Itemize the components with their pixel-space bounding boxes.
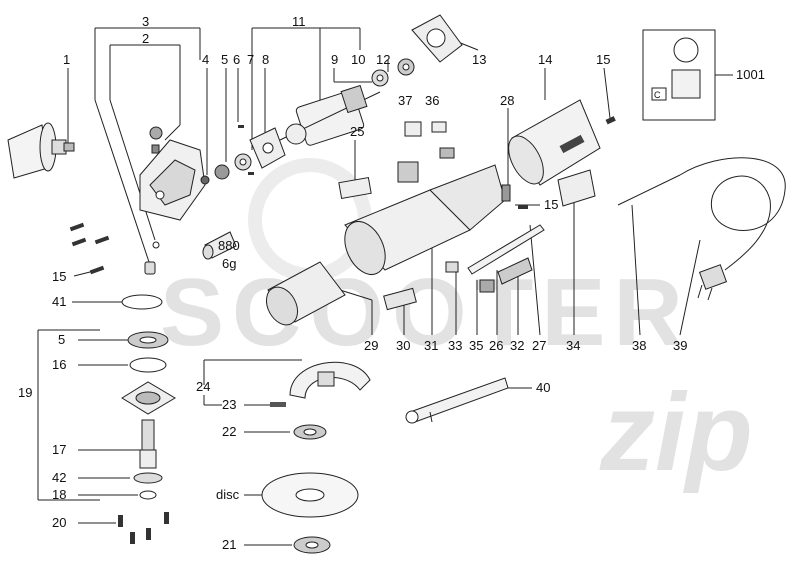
callout-36: 36 [425, 93, 439, 108]
leader-lines [37, 27, 733, 546]
callout-4: 4 [202, 52, 209, 67]
callout-5: 5 [221, 52, 228, 67]
motor-housing [344, 164, 506, 275]
housing-screws [69, 222, 110, 275]
callout-38: 38 [632, 338, 646, 353]
grease-amount: 6g [222, 256, 236, 271]
callout-11: 11 [292, 14, 306, 29]
callout-10: 10 [351, 52, 365, 67]
callout-32: 32 [510, 338, 524, 353]
callout-15-left: 15 [52, 269, 66, 284]
callout-33: 33 [448, 338, 462, 353]
wheel-guard [289, 361, 371, 399]
callout-15-mid: 15 [544, 197, 558, 212]
callout-6: 6 [233, 52, 240, 67]
parts: C [7, 14, 786, 554]
flange-screws [118, 512, 169, 544]
callout-35: 35 [469, 338, 483, 353]
armature [279, 84, 381, 146]
callout-39: 39 [673, 338, 687, 353]
callout-29: 29 [364, 338, 378, 353]
callout-25: 25 [350, 124, 364, 139]
motor-cover [508, 99, 601, 186]
callout-15-top: 15 [596, 52, 610, 67]
callout-18: 18 [52, 487, 66, 502]
callout-5-lower: 5 [58, 332, 65, 347]
callout-1: 1 [63, 52, 70, 67]
callout-7: 7 [247, 52, 254, 67]
callout-14: 14 [538, 52, 552, 67]
watermark-script: zip [599, 371, 753, 494]
callout-2: 2 [142, 31, 149, 46]
callout-31: 31 [424, 338, 438, 353]
callout-22: 22 [222, 424, 236, 439]
circuit-box: C [642, 29, 716, 121]
callout-17: 17 [52, 442, 66, 457]
callout-40: 40 [536, 380, 550, 395]
power-cord [617, 157, 786, 301]
callout-42: 42 [52, 470, 66, 485]
callout-37: 37 [398, 93, 412, 108]
callout-20: 20 [52, 515, 66, 530]
callout-16: 16 [52, 357, 66, 372]
callout-19: 19 [18, 385, 32, 400]
side-handle [7, 122, 75, 179]
callout-9: 9 [331, 52, 338, 67]
gear-housing [139, 126, 206, 221]
disc-label: disc [216, 487, 240, 502]
callout-3: 3 [142, 14, 149, 29]
watermark: SCOOTER zip [160, 158, 753, 494]
stator [265, 261, 346, 326]
callout-1001: 1001 [736, 67, 765, 82]
grease-tube [202, 231, 237, 260]
callout-27: 27 [532, 338, 546, 353]
callout-24: 24 [196, 379, 210, 394]
callout-34: 34 [566, 338, 580, 353]
callout-labels: 3 2 1 4 5 6 7 8 11 9 10 12 13 14 15 1001… [18, 14, 765, 552]
callout-8: 8 [262, 52, 269, 67]
callout-12: 12 [376, 52, 390, 67]
svg-text:C: C [654, 90, 661, 100]
callout-21: 21 [222, 537, 236, 552]
watermark-brand: SCOOTER [160, 259, 691, 366]
pin-spanner [405, 377, 509, 424]
callout-26: 26 [489, 338, 503, 353]
callout-23: 23 [222, 397, 236, 412]
callout-41: 41 [52, 294, 66, 309]
grease-code: 880 [218, 238, 240, 253]
callout-28: 28 [500, 93, 514, 108]
callout-13: 13 [472, 52, 486, 67]
callout-30: 30 [396, 338, 410, 353]
